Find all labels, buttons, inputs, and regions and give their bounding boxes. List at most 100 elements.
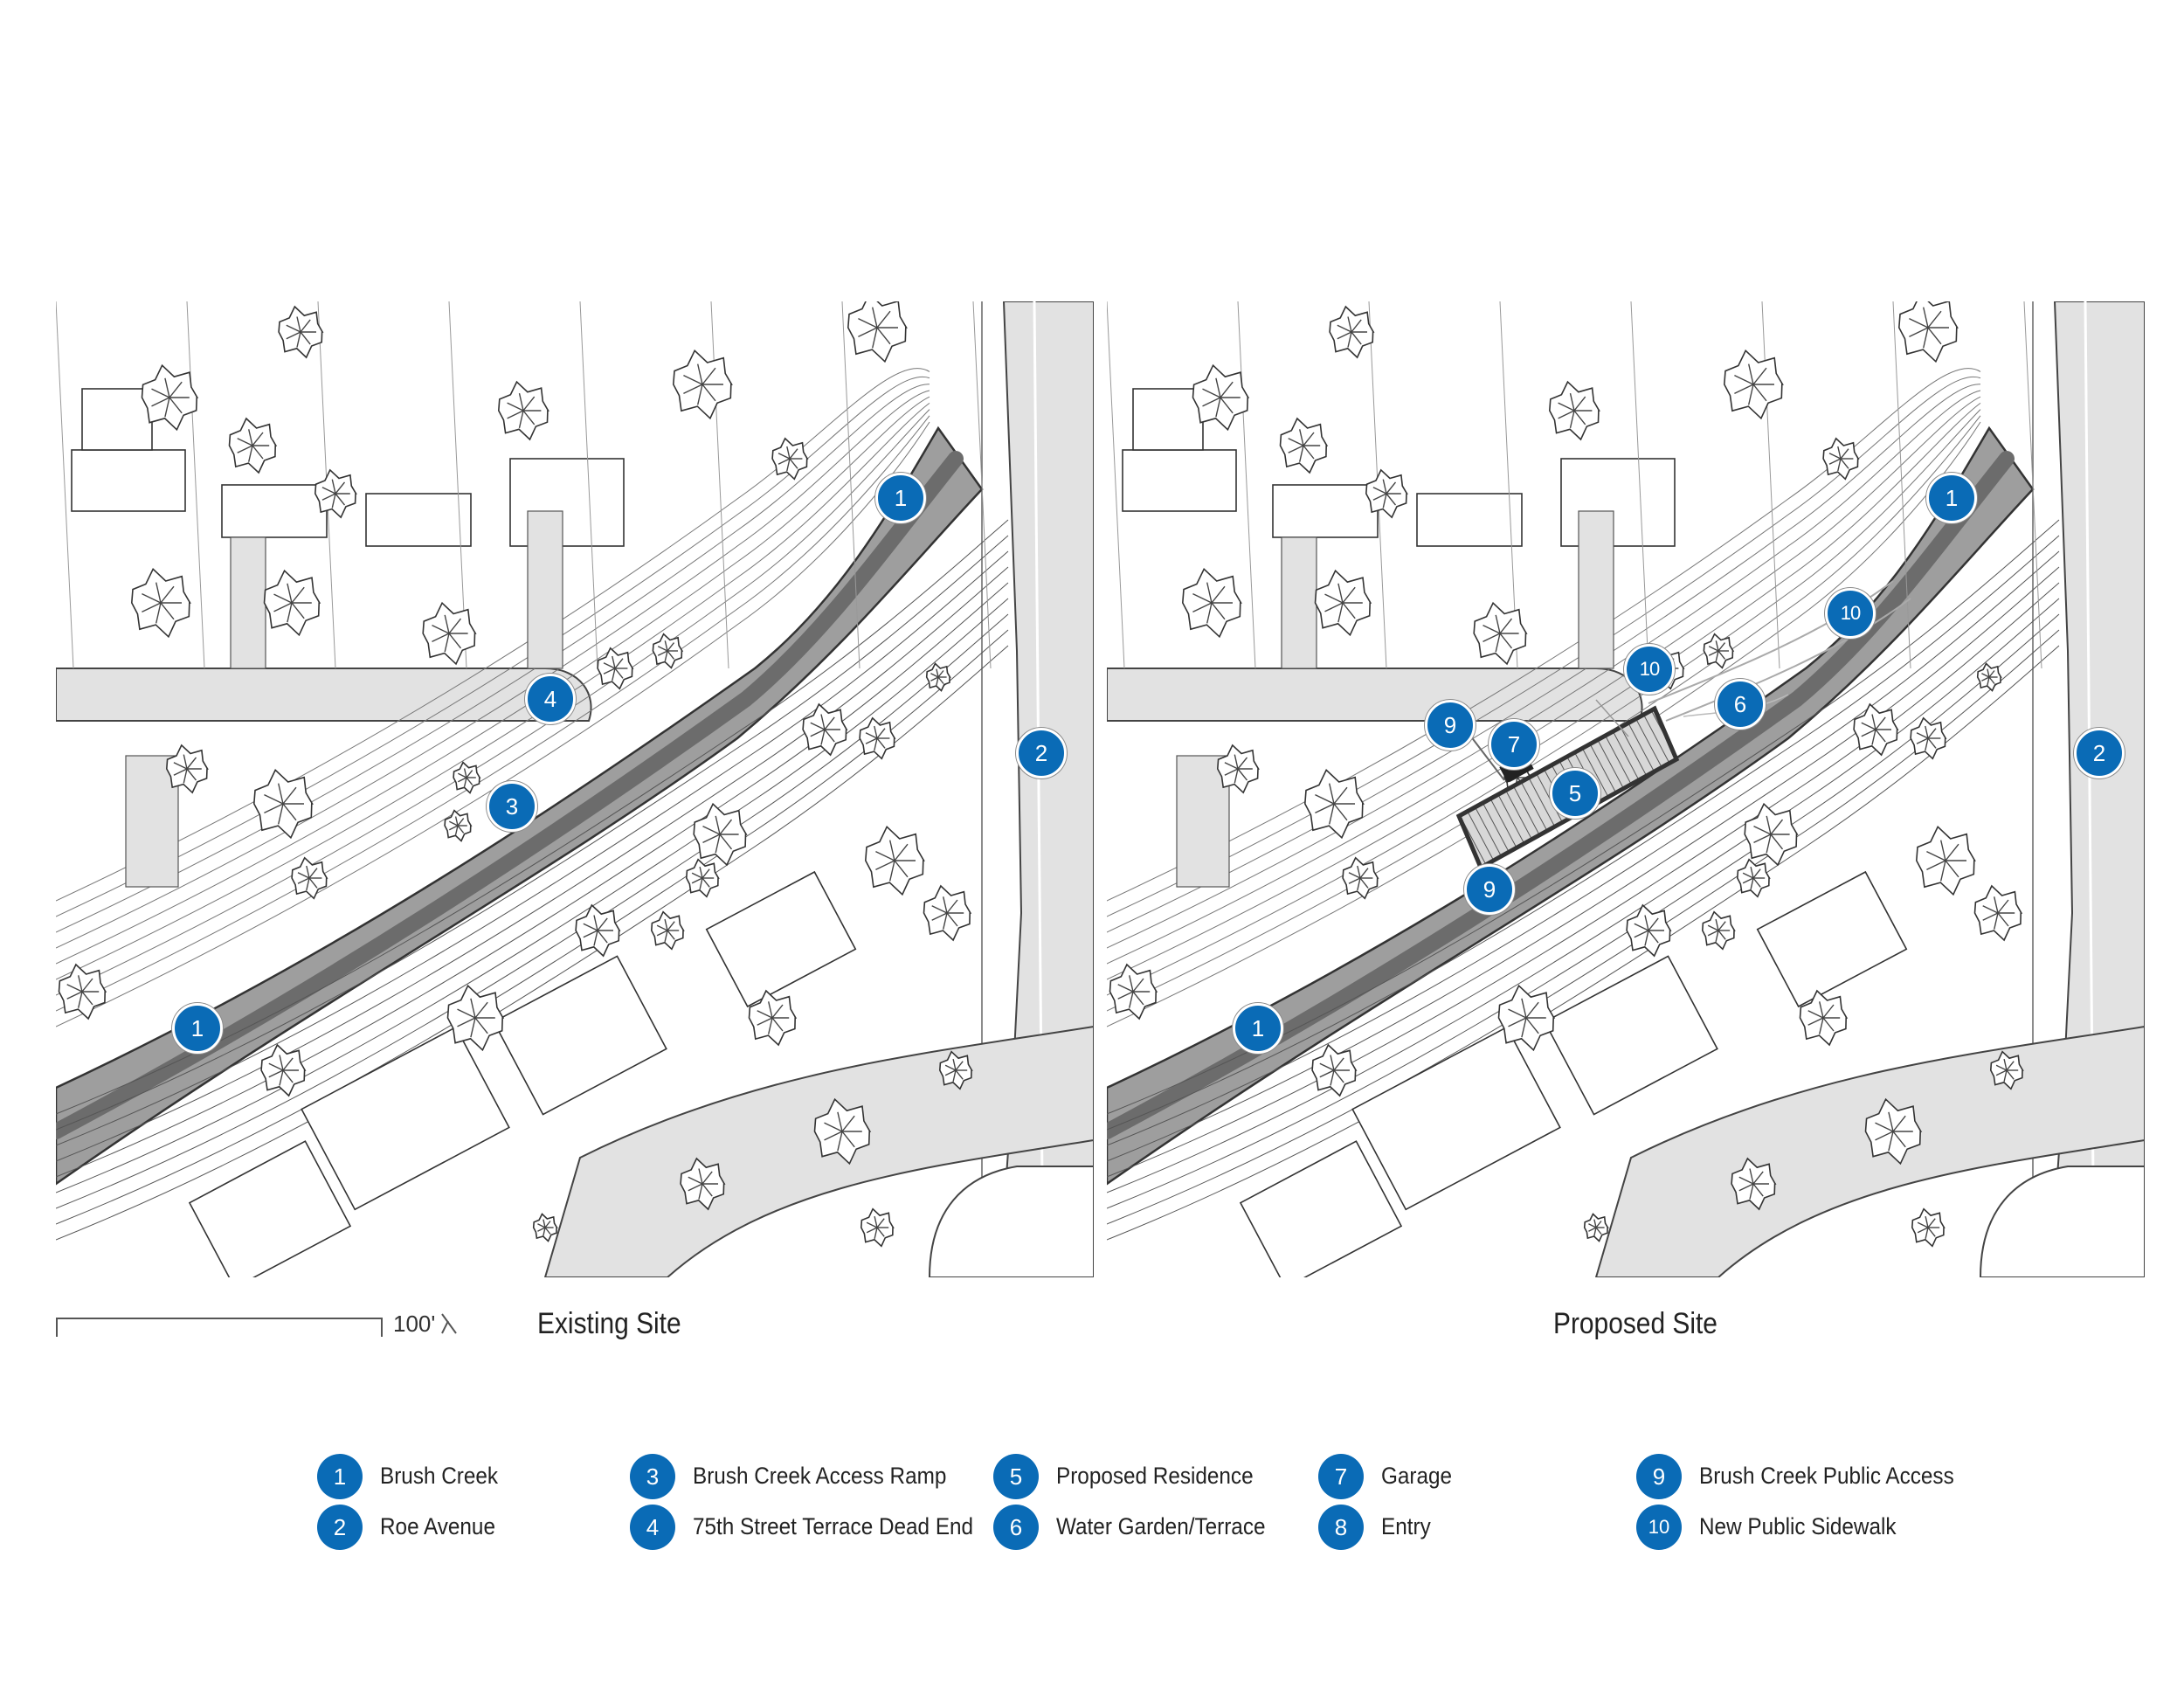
- tree-icon: [165, 744, 209, 794]
- tree-icon: [1473, 601, 1528, 666]
- tree-icon: [1342, 856, 1379, 900]
- tree-icon: [1279, 417, 1329, 474]
- legend-badge: 6: [993, 1505, 1039, 1550]
- house-footprint: [1351, 1026, 1561, 1211]
- driveway: [527, 510, 563, 669]
- property-line: [1630, 301, 1649, 669]
- contour-line: [56, 645, 1009, 1241]
- tree-icon: [446, 984, 505, 1052]
- street-75th: [56, 668, 592, 722]
- house-footprint: [1272, 484, 1379, 538]
- legend-badge: 10: [1636, 1505, 1682, 1550]
- property-line: [56, 301, 74, 669]
- proposed-marker-public-access-south[interactable]: 9: [1464, 864, 1515, 915]
- property-line: [2023, 301, 2042, 669]
- house-footprint: [1122, 449, 1237, 512]
- tree-icon: [58, 963, 107, 1020]
- street-south: [1594, 1025, 2145, 1277]
- tree-icon: [1897, 301, 1959, 363]
- proposed-marker-public-sidewalk-east[interactable]: 10: [1825, 588, 1876, 639]
- proposed-marker-water-garden[interactable]: 6: [1715, 679, 1766, 730]
- tree-icon: [1915, 825, 1976, 896]
- house-footprint: [1756, 870, 1908, 1008]
- tree-icon: [771, 437, 809, 481]
- tree-icon: [1976, 662, 2002, 692]
- property-line: [1892, 301, 1911, 669]
- contour-line: [1107, 368, 1981, 902]
- contour-line: [1107, 535, 2060, 1131]
- tree-icon: [1548, 380, 1600, 441]
- proposed-marker-roe-avenue[interactable]: 2: [2074, 728, 2125, 778]
- tree-icon: [597, 647, 634, 690]
- legend-label: Brush Creek: [380, 1463, 499, 1489]
- proposed-marker-brush-creek-north[interactable]: 1: [1926, 473, 1977, 523]
- legend-badge: 8: [1318, 1505, 1364, 1550]
- property-line: [186, 301, 205, 669]
- legend-label: Proposed Residence: [1056, 1463, 1254, 1489]
- property-line: [448, 301, 467, 669]
- tree-icon: [1799, 989, 1849, 1047]
- tree-icon: [1703, 633, 1735, 669]
- tree-icon: [938, 1050, 973, 1090]
- existing-marker-brush-creek-south[interactable]: 1: [172, 1003, 223, 1054]
- contour-line: [1107, 415, 1981, 1012]
- brush-creek-water: [1107, 451, 2015, 1139]
- proposed-marker-garage[interactable]: 7: [1489, 719, 1539, 770]
- proposed-residence-building[interactable]: [1107, 301, 2145, 1277]
- property-line: [579, 301, 598, 669]
- proposed-marker-brush-creek-south[interactable]: 1: [1233, 1003, 1283, 1054]
- proposed-marker-residence[interactable]: 5: [1550, 768, 1600, 819]
- existing-site-plan: 1 2 3 4 1: [56, 301, 1094, 1277]
- existing-marker-dead-end[interactable]: 4: [525, 674, 576, 724]
- driveway: [230, 536, 266, 669]
- tree-icon: [1311, 1043, 1358, 1097]
- tree-icon: [1314, 569, 1372, 637]
- property-line: [710, 301, 729, 669]
- contour-line: [1107, 421, 1981, 1027]
- house-footprint: [301, 1026, 510, 1211]
- tree-icon: [141, 363, 199, 432]
- tree-icon: [860, 1207, 895, 1248]
- driveway: [1176, 755, 1230, 888]
- house-footprint: [71, 449, 186, 512]
- proposed-site-drawing: [1107, 301, 2145, 1277]
- legend-label: Garage: [1381, 1463, 1453, 1489]
- proposed-site-caption: Proposed Site: [1553, 1307, 1717, 1340]
- property-line: [1107, 301, 1125, 669]
- tree-icon: [1583, 1213, 1609, 1242]
- contour-line: [1107, 396, 1981, 965]
- contour-line: [1107, 550, 2060, 1146]
- house-footprint: [1239, 1140, 1403, 1277]
- legend-label: Roe Avenue: [380, 1513, 495, 1539]
- tree-icon: [652, 633, 684, 669]
- existing-site-caption: Existing Site: [537, 1307, 681, 1340]
- tree-icon: [252, 768, 314, 840]
- legend-badge: 7: [1318, 1454, 1364, 1499]
- contour-line: [56, 402, 930, 980]
- tree-icon: [1864, 1097, 1923, 1166]
- proposed-marker-public-sidewalk-west[interactable]: 10: [1624, 644, 1675, 695]
- contour-line: [56, 629, 1009, 1225]
- contour-line: [1107, 582, 2060, 1178]
- house-footprint: [705, 870, 857, 1008]
- contour-line: [56, 376, 930, 917]
- tree-icon: [1701, 910, 1736, 951]
- existing-marker-access-ramp[interactable]: 3: [487, 781, 537, 832]
- tree-icon: [453, 761, 481, 794]
- proposed-marker-public-access-north[interactable]: 9: [1425, 700, 1476, 751]
- existing-marker-brush-creek-north[interactable]: 1: [875, 473, 926, 523]
- tree-icon: [1192, 363, 1250, 432]
- tree-icon: [278, 305, 324, 359]
- legend-badge: 3: [630, 1454, 675, 1499]
- legend-badge: 9: [1636, 1454, 1682, 1499]
- lot-corner: [928, 1166, 1094, 1277]
- proposed-site-plan: 1 10 10 6 9 7 5 9 2 1: [1107, 301, 2145, 1277]
- tree-icon: [444, 809, 473, 842]
- contour-line: [1107, 384, 1981, 933]
- tree-icon: [748, 989, 798, 1047]
- property-line: [1499, 301, 1518, 669]
- driveway: [1281, 536, 1317, 669]
- tree-icon: [1365, 468, 1408, 519]
- existing-marker-roe-avenue[interactable]: 2: [1016, 728, 1067, 778]
- contour-line: [56, 415, 930, 1012]
